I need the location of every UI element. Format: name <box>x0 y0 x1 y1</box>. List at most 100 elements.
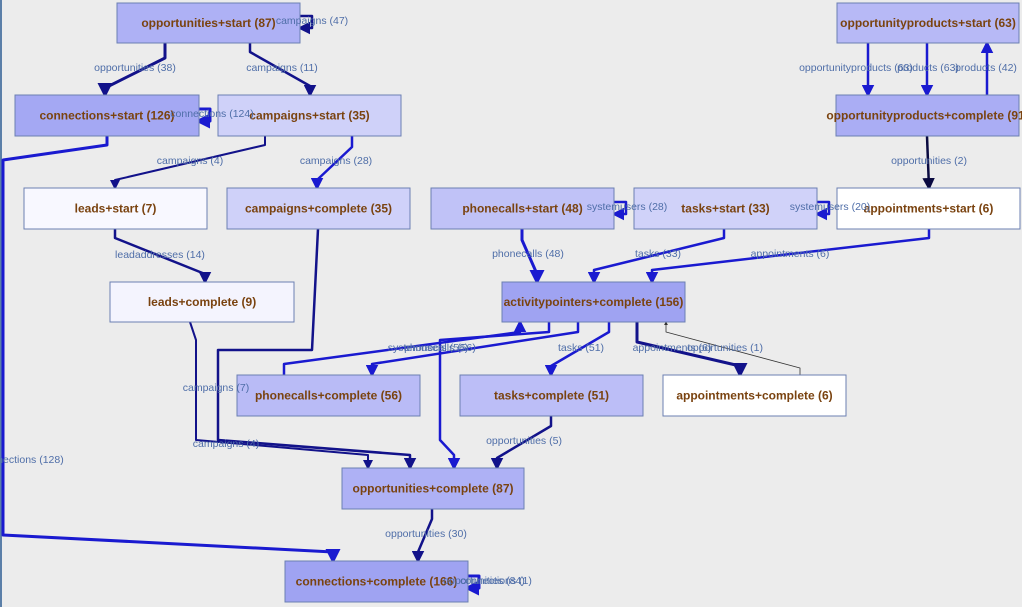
node-tasks-start[interactable]: tasks+start (33) <box>633 187 818 230</box>
node-appt-complete[interactable]: appointments+complete (6) <box>662 374 847 417</box>
node-box[interactable] <box>236 374 421 417</box>
node-conn-start[interactable]: connections+start (126) <box>14 94 200 137</box>
edge-activitypointers-to-appt-complete <box>635 322 748 378</box>
edge-label: systemusers (20) <box>790 201 871 213</box>
node-box[interactable] <box>836 2 1020 44</box>
edge-campaigns-start-to-campaigns-complete <box>310 136 354 191</box>
edge-label: opportunityproducts (63) <box>799 62 913 74</box>
edge-label: opportunities (1) <box>687 342 763 354</box>
edge-label: appointments (6) <box>751 248 830 260</box>
node-box[interactable] <box>284 560 469 603</box>
edge-labels-layer: campaigns (47) opportunities (38) campaign… <box>0 15 1017 587</box>
node-box[interactable] <box>14 94 200 137</box>
edge-opp-start-self-loop <box>297 14 314 35</box>
node-phone-complete[interactable]: phonecalls+complete (56) <box>236 374 421 417</box>
node-box[interactable] <box>226 187 411 230</box>
edge-label: opportunities (30) <box>385 528 467 540</box>
edge-label: campaigns (11) <box>246 62 318 74</box>
edge-label: opportunities (38) <box>94 62 176 74</box>
edge-label: systemusers (28) <box>587 201 668 213</box>
edge-activitypointers-to-opp-complete <box>438 322 551 471</box>
edge-label: campaigns (7) <box>183 382 250 394</box>
edge-label: leadaddresses (14) <box>115 249 205 261</box>
edge-activitypointers-to-tasks-complete <box>544 322 611 378</box>
edge-label: phonecalls (56) <box>404 342 476 354</box>
edge-tasks-start-self-loop <box>814 200 831 221</box>
edge-campaigns-complete-to-opp-complete <box>216 228 417 471</box>
edge-tasks-complete-to-opp-complete <box>490 416 553 471</box>
node-label: opportunityproducts+complete (91) <box>826 109 1022 123</box>
node-box[interactable] <box>459 374 644 417</box>
node-label: opportunityproducts+start (63) <box>840 16 1016 30</box>
edge-label: tasks (33) <box>635 248 681 260</box>
node-oppprod-start[interactable]: opportunityproducts+start (63) <box>836 2 1020 44</box>
edge-opp-complete-to-connections-complete <box>411 509 434 564</box>
edge-label: opportunities (84) <box>443 575 525 587</box>
node-box[interactable] <box>341 467 525 510</box>
node-box[interactable] <box>217 94 402 137</box>
edge-label: appointments (6) <box>633 342 712 354</box>
edge-activitypointers-to-phonecalls-complete <box>365 322 580 378</box>
edge-leads-complete-to-opp-complete <box>189 321 373 470</box>
node-label: activitypointers+complete (156) <box>504 295 684 309</box>
edges-layer <box>1 14 994 596</box>
node-tasks-complete[interactable]: tasks+complete (51) <box>459 374 644 417</box>
edge-phonecalls-start-self-loop <box>611 200 628 221</box>
node-appt-start[interactable]: appointments+start (6) <box>836 187 1021 230</box>
node-box[interactable] <box>23 187 208 230</box>
nodes-layer: opportunities+start (87) opportunityprodu… <box>14 2 1022 603</box>
node-opp-complete[interactable]: opportunities+complete (87) <box>341 467 525 510</box>
edge-label: connections (128) <box>0 454 64 466</box>
node-opp-start[interactable]: opportunities+start (87) <box>116 2 301 44</box>
node-label: connections+complete (166) <box>296 575 458 589</box>
node-camp-start[interactable]: campaigns+start (35) <box>217 94 402 137</box>
node-box[interactable] <box>836 187 1021 230</box>
edge-label: campaigns (4) <box>193 438 260 450</box>
node-label: opportunities+complete (87) <box>352 482 513 496</box>
node-box[interactable] <box>662 374 847 417</box>
node-oppprod-complete[interactable]: opportunityproducts+complete (91) <box>826 94 1022 137</box>
edge-connections-complete-self-loop <box>464 574 481 596</box>
edge-label: tasks (51) <box>558 342 604 354</box>
node-box[interactable] <box>109 281 295 323</box>
edge-label: campaigns (28) <box>300 155 372 167</box>
node-label: leads+start (7) <box>75 202 157 216</box>
node-label: campaigns+start (35) <box>249 109 369 123</box>
node-leads-start[interactable]: leads+start (7) <box>23 187 208 230</box>
edge-label: campaigns (4) <box>157 155 224 167</box>
edge-label: opportunities (5) <box>486 435 562 447</box>
edge-tasks-start-to-activitypointers <box>587 229 726 285</box>
edge-label: products (42) <box>955 62 1017 74</box>
node-actp-complete[interactable]: activitypointers+complete (156) <box>501 281 686 323</box>
edge-phonecalls-start-to-activitypointers <box>520 229 545 285</box>
node-leads-complete[interactable]: leads+complete (9) <box>109 281 295 323</box>
node-label: leads+complete (9) <box>148 295 256 309</box>
node-phone-start[interactable]: phonecalls+start (48) <box>430 187 615 230</box>
node-label: appointments+complete (6) <box>676 389 832 403</box>
node-box[interactable] <box>430 187 615 230</box>
node-label: tasks+start (33) <box>681 202 769 216</box>
node-box[interactable] <box>835 94 1020 137</box>
edge-opp-start-to-campaigns-start <box>248 43 317 98</box>
node-conn-complete[interactable]: connections+complete (166) <box>284 560 469 603</box>
edge-opp-start-to-connections-start <box>97 43 167 98</box>
edge-label: systemusers (56) <box>388 342 469 354</box>
edge-appt-complete-to-activitypointers <box>664 321 801 375</box>
edge-phonecalls-complete-to-activitypointers <box>282 319 527 375</box>
node-box[interactable] <box>116 2 301 44</box>
node-label: campaigns+complete (35) <box>245 202 392 216</box>
node-box[interactable] <box>501 281 686 323</box>
node-label: opportunities+start (87) <box>141 16 275 30</box>
edge-connections-start-self-loop <box>195 107 212 129</box>
edge-label: connections (124) <box>170 108 253 120</box>
node-camp-complete[interactable]: campaigns+complete (35) <box>226 187 411 230</box>
node-label: tasks+complete (51) <box>494 389 609 403</box>
edge-appt-start-to-activitypointers <box>645 229 931 285</box>
edge-label: campaigns (47) <box>276 15 348 27</box>
edge-label: opportunities (2) <box>891 155 967 167</box>
edge-label: products (63) <box>897 62 959 74</box>
edge-oppprod-complete-to-appt-start <box>922 135 935 191</box>
node-box[interactable] <box>633 187 818 230</box>
left-border <box>0 0 2 607</box>
